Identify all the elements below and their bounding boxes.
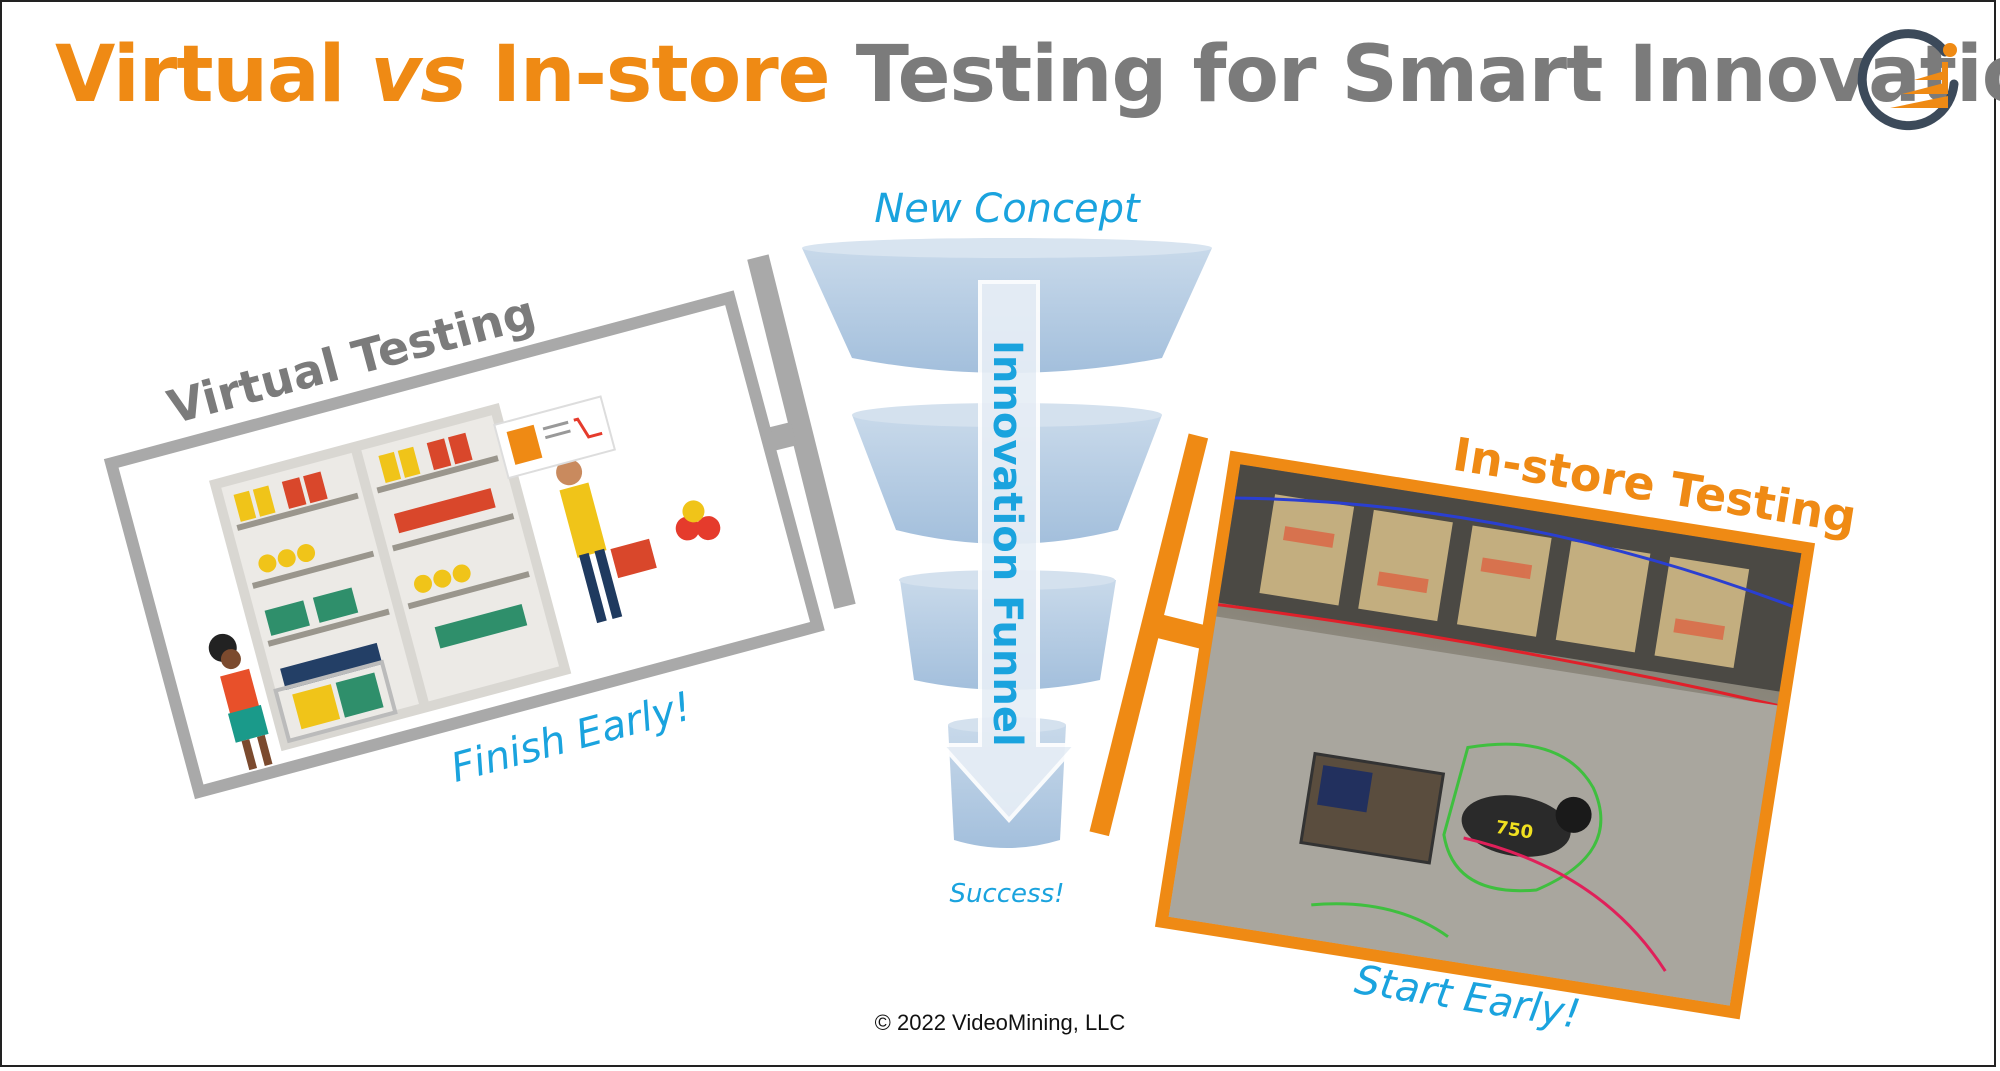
copyright-footer: © 2022 VideoMining, LLC [874, 1010, 1126, 1035]
funnel-arrow [937, 280, 1081, 824]
title-virtual: Virtual [55, 30, 345, 120]
funnel-arrow-label: Innovation Funnel [984, 340, 1030, 747]
company-logo-icon [1857, 29, 1959, 131]
slide-title: Virtual vs In-store Testing for Smart In… [55, 30, 2000, 120]
title-rest: Testing for Smart Innovation [855, 30, 2000, 120]
title-in-store: In-store [491, 30, 831, 120]
innovation-funnel: Innovation Funnel New Concept Success! [802, 186, 1212, 909]
funnel-top-label: New Concept [874, 186, 1141, 232]
funnel-bottom-label: Success! [949, 879, 1064, 909]
virtual-shop-illustration-icon [208, 395, 721, 771]
instore-testing-panel: 750 In-store Testing Start Early! [1154, 427, 1860, 1038]
title-vs: vs [370, 30, 467, 120]
instore-camera-view-icon: 750 [1168, 464, 1802, 1006]
virtual-testing-panel: Virtual Testing Finish Early! [103, 285, 825, 800]
